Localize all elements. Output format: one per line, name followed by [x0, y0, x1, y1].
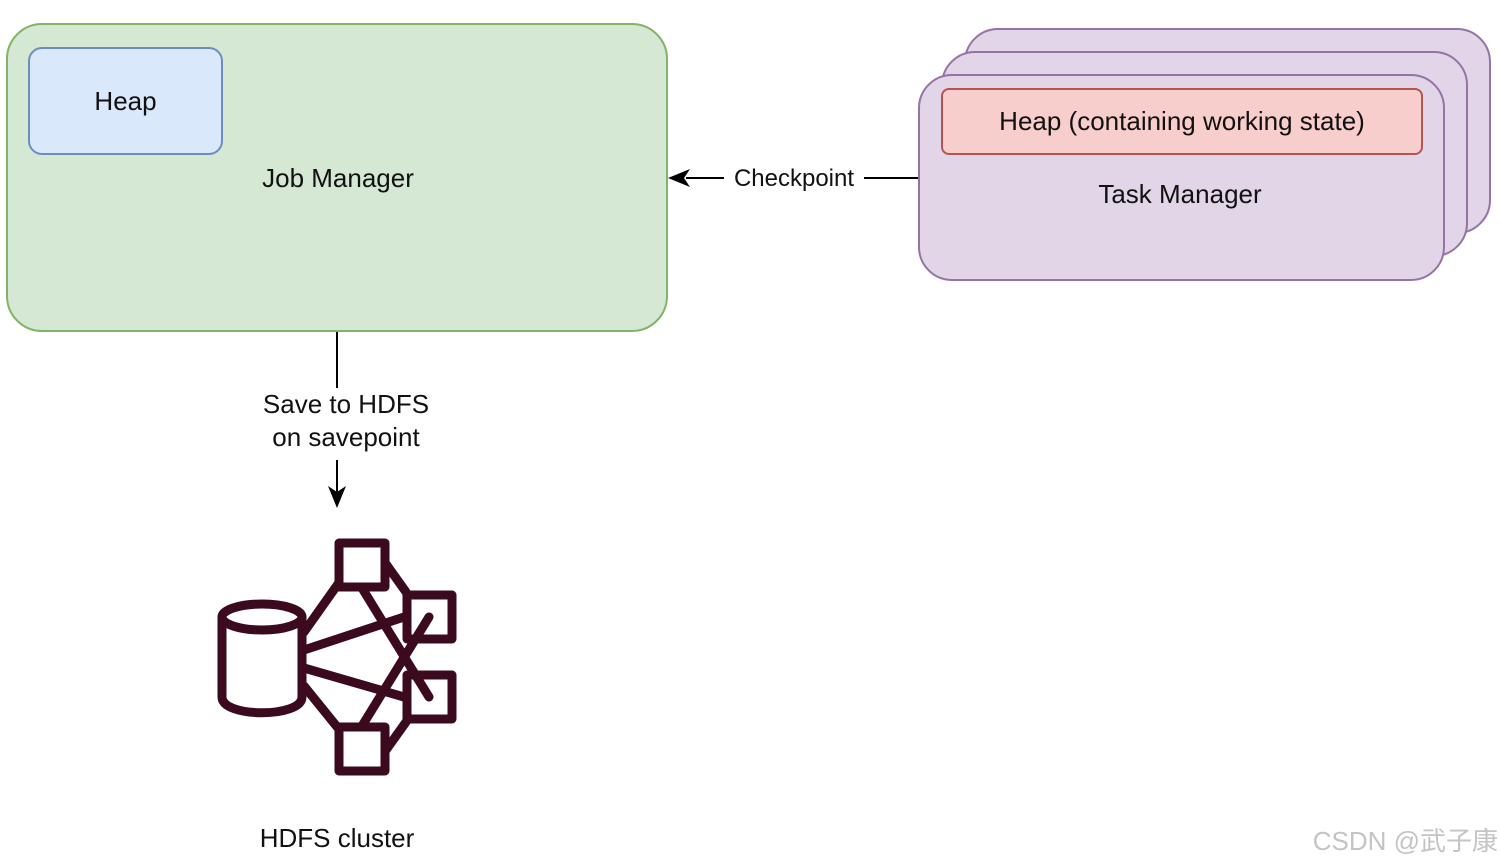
job-manager-heap: Heap	[28, 47, 223, 155]
task-manager-label: Task Manager	[1098, 178, 1262, 209]
watermark: CSDN @武子康	[1312, 825, 1498, 856]
task-manager-heap-label: Heap (containing working state)	[999, 106, 1365, 136]
savepoint-label-line-2: on savepoint	[272, 422, 420, 452]
task-manager-heap: Heap (containing working state)	[941, 88, 1423, 155]
hdfs-cluster-label: HDFS cluster	[259, 822, 415, 853]
savepoint-label: Save to HDFS on savepoint	[226, 388, 466, 460]
job-manager-heap-label: Heap	[94, 85, 157, 116]
hdfs-cluster-icon	[217, 538, 457, 776]
checkpoint-label: Checkpoint	[724, 162, 864, 196]
savepoint-arrowhead	[328, 486, 346, 508]
savepoint-label-line-1: Save to HDFS	[262, 389, 430, 419]
checkpoint-arrowhead	[668, 169, 690, 187]
job-manager-label: Job Manager	[262, 162, 414, 193]
